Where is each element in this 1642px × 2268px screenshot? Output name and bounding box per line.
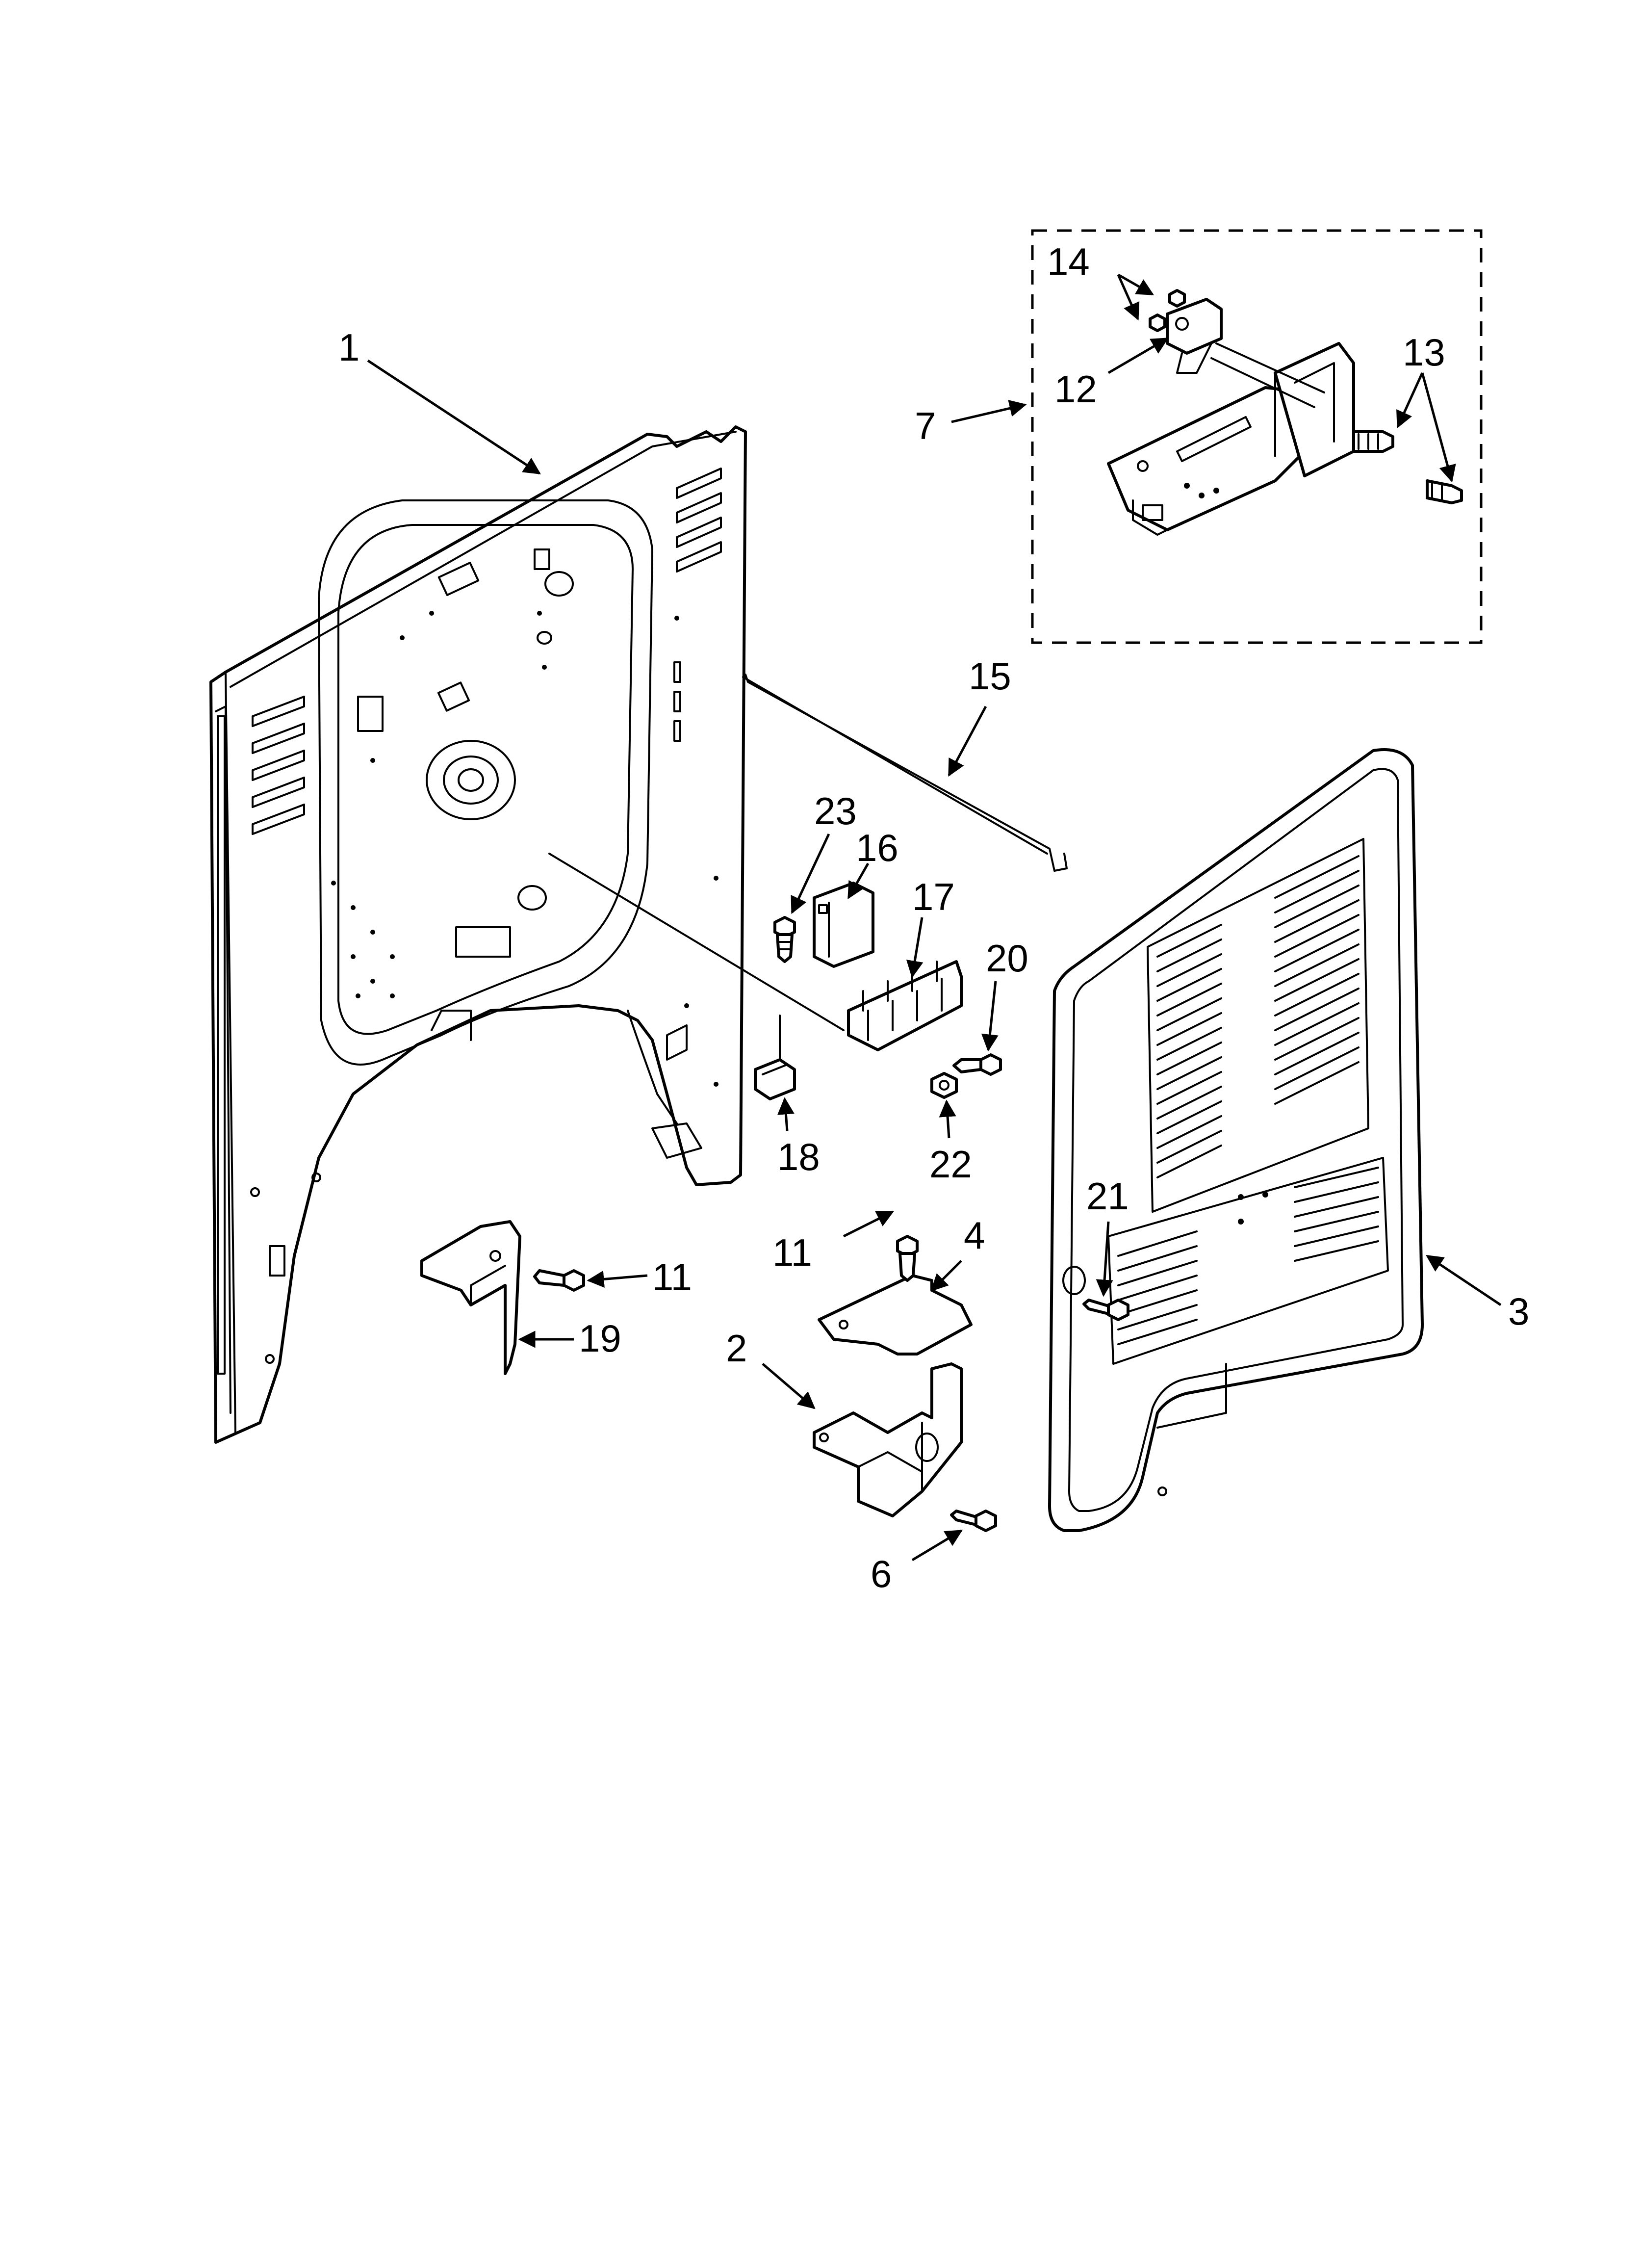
callout-labels: 1 2 3 4 6 7 11 11 12 13 14 15 16 17 18 1… [338, 240, 1529, 1595]
plate-part [818, 1274, 973, 1356]
screw-21 [1082, 1299, 1129, 1321]
callout-23: 23 [814, 789, 857, 833]
clip-part [754, 1015, 796, 1100]
callout-3: 3 [1508, 1290, 1529, 1333]
rear-cover-part [1048, 748, 1424, 1532]
screw-6 [950, 1510, 997, 1532]
callout-18: 18 [777, 1135, 820, 1178]
callout-1: 1 [338, 326, 359, 369]
callout-6: 6 [871, 1552, 892, 1595]
terminal-block-part [847, 960, 963, 1051]
screw-11-lower [533, 1269, 585, 1292]
callout-15: 15 [969, 654, 1011, 698]
callout-2: 2 [726, 1327, 747, 1370]
bracket-part-19 [420, 1220, 521, 1375]
callout-22: 22 [929, 1143, 972, 1186]
callout-13: 13 [1403, 331, 1445, 374]
callout-20: 20 [986, 937, 1028, 980]
back-panel-part [209, 425, 845, 1444]
callout-11-upper: 11 [772, 1231, 812, 1274]
junction-bracket-part [813, 1362, 963, 1517]
screw-20 [952, 1053, 1002, 1076]
terminal-cover-part [813, 882, 874, 968]
leader-lines [367, 273, 1502, 1562]
callout-4: 4 [964, 1214, 985, 1257]
callout-21: 21 [1086, 1174, 1129, 1218]
callout-19: 19 [579, 1317, 621, 1360]
callout-17: 17 [912, 875, 955, 918]
screw-23 [773, 916, 796, 963]
callout-7: 7 [915, 404, 936, 447]
screw-11-upper [896, 1235, 919, 1282]
nut-22 [930, 1072, 958, 1099]
callout-12: 12 [1054, 367, 1097, 411]
callout-11-lower: 11 [652, 1255, 692, 1299]
callout-16: 16 [856, 826, 898, 869]
control-assembly-group [1031, 229, 1483, 644]
wire-rod-part [742, 674, 1068, 872]
callout-14: 14 [1047, 240, 1090, 283]
